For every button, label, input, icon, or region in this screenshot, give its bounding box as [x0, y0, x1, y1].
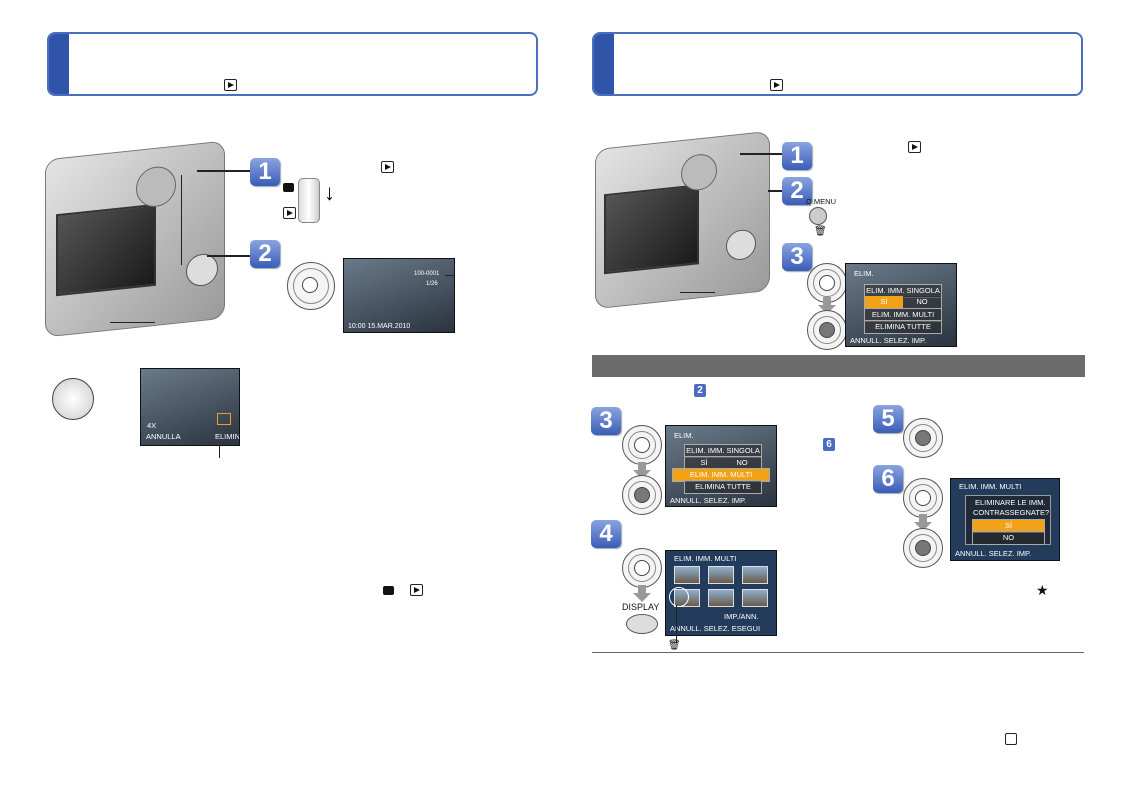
section-bar: [592, 355, 1085, 377]
camera-mode-icon: [283, 183, 294, 192]
step-ref-badge: 2: [694, 384, 706, 397]
down-arrow-icon: [633, 462, 651, 479]
playback-icon: [908, 141, 921, 153]
control-dial[interactable]: [903, 478, 943, 518]
callout-line: [219, 446, 220, 458]
callout-line: [676, 605, 677, 643]
divider: [592, 652, 1084, 653]
callout-line: [680, 292, 715, 293]
header-tab: [49, 34, 69, 94]
step-badge: 6: [873, 465, 903, 493]
playback-icon: [381, 161, 394, 173]
down-arrow-icon: [818, 297, 836, 314]
confirm-screen: ELIM. IMM. MULTI ELIMINARE LE IMM. CONTR…: [950, 478, 1060, 561]
step-badge: 2: [250, 240, 280, 268]
callout-line: [445, 275, 455, 276]
callout-line: [181, 175, 182, 265]
qmenu-label: Q.MENU: [806, 197, 836, 206]
callout-line: [740, 153, 782, 155]
zoom-lever[interactable]: [52, 378, 94, 420]
control-dial[interactable]: [622, 425, 662, 465]
step-badge: 5: [873, 405, 903, 433]
multi-select-screen: ELIM. IMM. MULTI IMP./ANN. ANNULL. SELEZ…: [665, 550, 777, 636]
callout-line: [768, 190, 782, 192]
control-dial-pressed[interactable]: [903, 528, 943, 568]
edit-icon: [1005, 733, 1017, 745]
playback-icon: [410, 584, 423, 596]
down-arrow-icon: [914, 514, 932, 531]
mode-switch[interactable]: [298, 178, 320, 223]
playback-icon: [770, 79, 783, 91]
section-header-right: [592, 32, 1083, 96]
down-arrow-icon: [633, 585, 651, 602]
playback-screen: 100-0001 1/26 10:00 15.MAR.2010: [343, 258, 455, 333]
display-button[interactable]: [626, 614, 658, 634]
control-dial-pressed[interactable]: [903, 418, 943, 458]
zoom-playback-screen: 4X ANNULLA ELIMIN.: [140, 368, 240, 446]
control-dial[interactable]: [807, 263, 847, 303]
step-badge: 2: [782, 177, 812, 205]
playback-icon: [283, 207, 296, 219]
step-badge: 1: [250, 158, 280, 186]
step-ref-badge: 6: [823, 438, 835, 451]
callout-line: [207, 255, 252, 257]
callout-line: [110, 322, 155, 323]
control-dial[interactable]: [622, 548, 662, 588]
camera-illustration: [595, 130, 770, 310]
qmenu-delete-button[interactable]: [809, 207, 827, 225]
step-badge: 3: [782, 243, 812, 271]
star-icon: ★: [1036, 582, 1049, 598]
callout-line: [197, 170, 252, 172]
control-dial[interactable]: [287, 262, 335, 310]
delete-mark-icon: 🗑: [668, 640, 681, 651]
display-label: DISPLAY: [622, 602, 660, 612]
step-badge: 3: [591, 407, 621, 435]
step-badge: 4: [591, 520, 621, 548]
down-arrow-icon: ↓: [324, 180, 335, 205]
control-dial-pressed[interactable]: [807, 310, 847, 350]
camera-mode-icon: [383, 586, 394, 595]
section-header-left: [47, 32, 538, 96]
header-tab: [594, 34, 614, 94]
control-dial-pressed[interactable]: [622, 475, 662, 515]
step-badge: 1: [782, 142, 812, 170]
playback-icon: [224, 79, 237, 91]
trash-icon: 🗑: [814, 226, 827, 237]
